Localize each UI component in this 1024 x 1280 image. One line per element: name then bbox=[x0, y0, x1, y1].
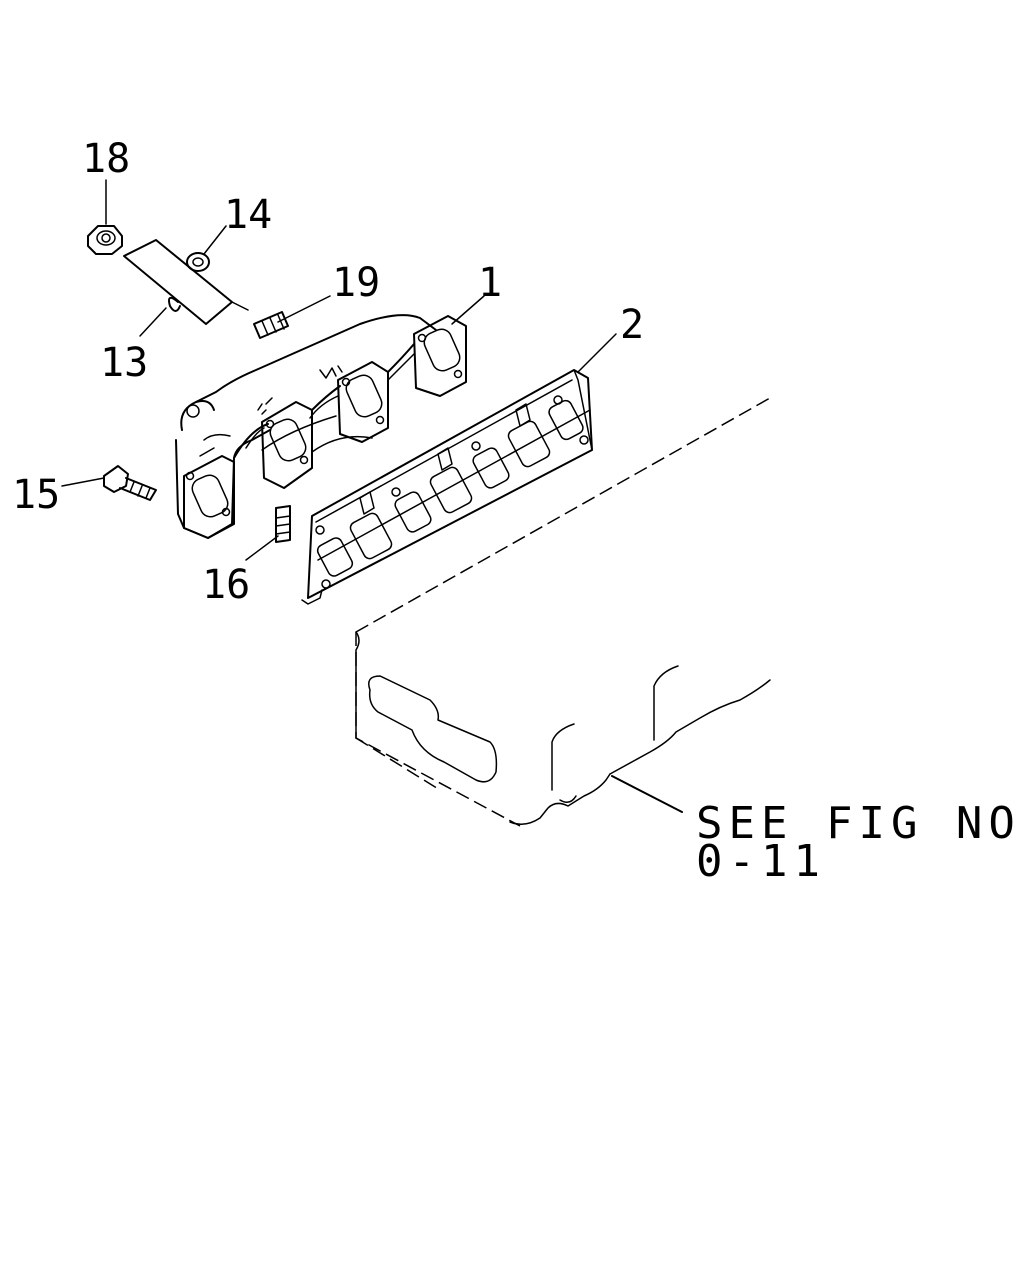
see-figure-note-line1: SEE FIG NO. bbox=[696, 798, 1024, 849]
callout-1: 1 bbox=[478, 260, 502, 306]
callout-16: 16 bbox=[202, 562, 250, 608]
hex-nut bbox=[87, 225, 123, 255]
callout-18: 18 bbox=[82, 136, 130, 182]
cylinder-head-outline bbox=[355, 397, 771, 827]
callout-leaders bbox=[61, 179, 683, 813]
exhaust-manifold bbox=[175, 314, 467, 539]
bracket-leader bbox=[231, 301, 249, 311]
flat-washer bbox=[186, 252, 210, 272]
flange-bolt bbox=[103, 465, 157, 501]
lock-washer bbox=[168, 296, 181, 312]
callout-15: 15 bbox=[12, 472, 60, 518]
hardware-kit-bracket bbox=[123, 239, 233, 325]
see-figure-note-line2: 0-11 bbox=[696, 836, 826, 887]
callout-13: 13 bbox=[100, 340, 148, 386]
manifold-gasket bbox=[301, 369, 593, 605]
stud-bolt bbox=[253, 311, 289, 339]
manifold-stud bbox=[275, 505, 291, 543]
callout-14: 14 bbox=[224, 192, 272, 238]
callout-19: 19 bbox=[332, 260, 380, 306]
callout-2: 2 bbox=[620, 302, 644, 348]
